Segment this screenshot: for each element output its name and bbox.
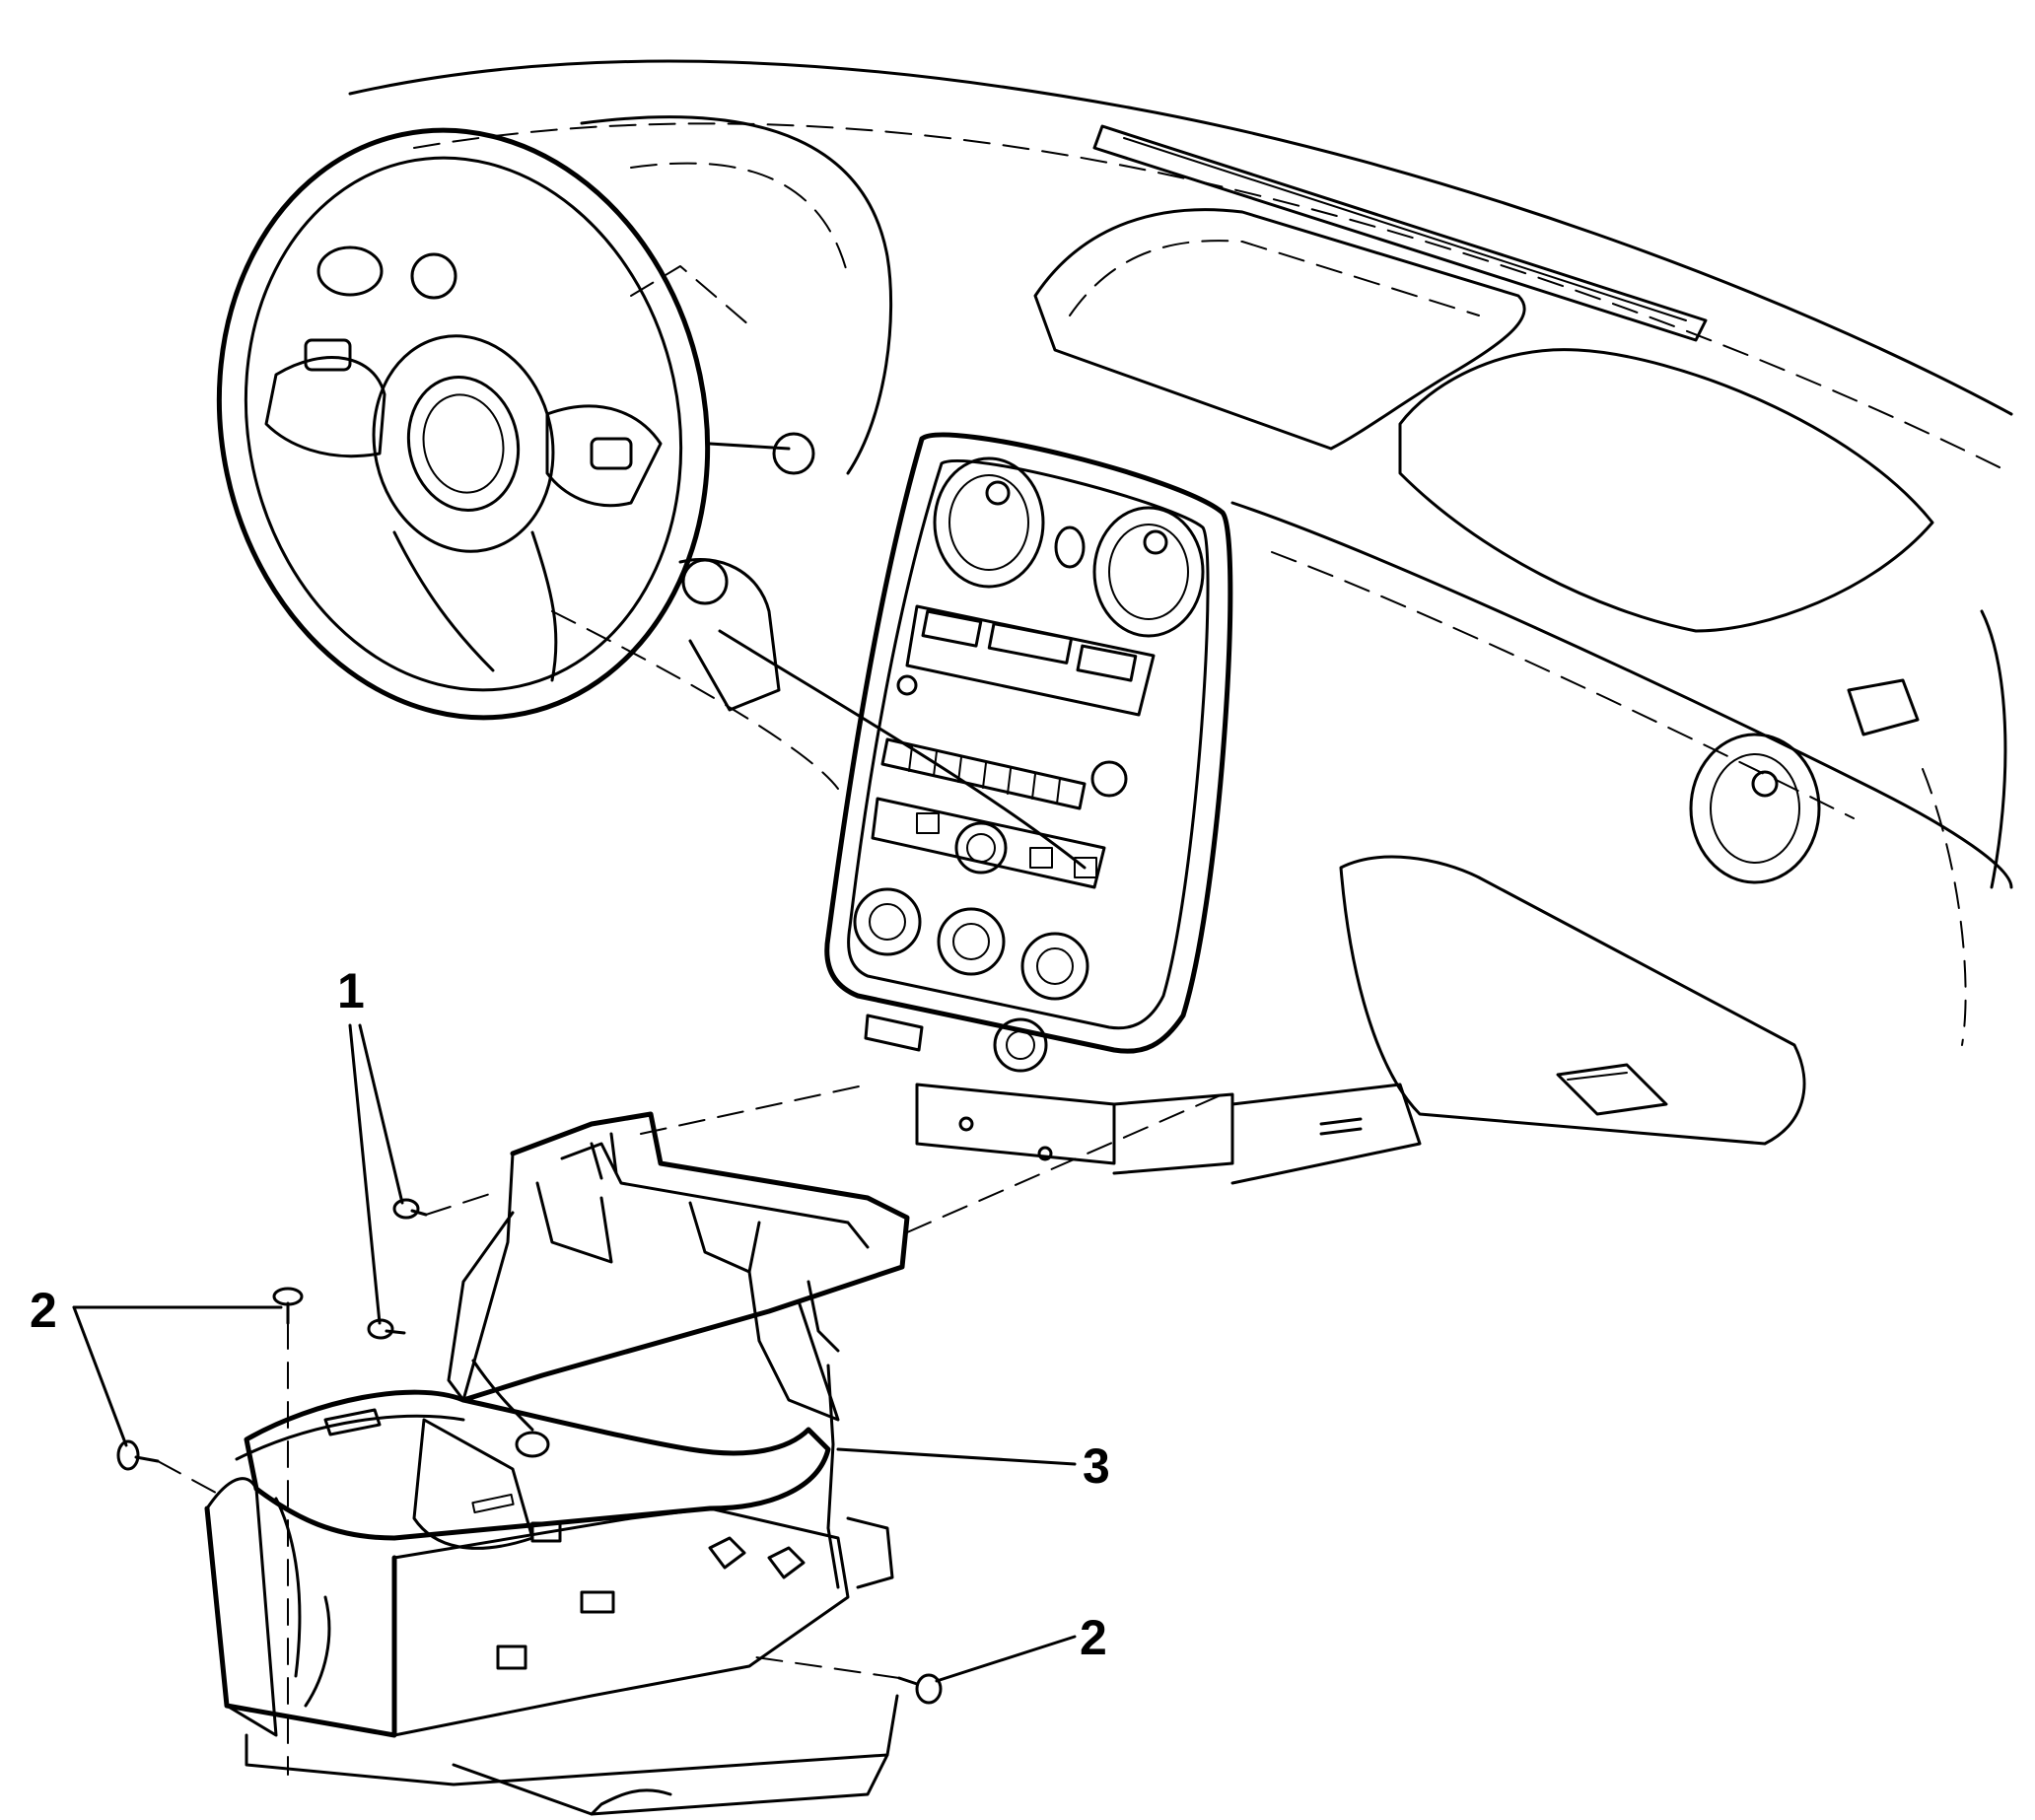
fastener-2-right: [897, 1673, 943, 1705]
callout-2a: 2: [30, 1283, 57, 1338]
console-bracket: [204, 1111, 910, 1816]
fastener-2-left: [116, 1439, 160, 1471]
alignment-lines: [157, 1084, 1224, 1776]
center-stack: [824, 432, 1233, 1073]
fastener-1-lower: [367, 1318, 406, 1340]
callout-3: 3: [1083, 1438, 1110, 1494]
instrument-panel: [348, 59, 2013, 1185]
fastener-2-top: [272, 1287, 304, 1325]
steering-wheel: [216, 127, 815, 721]
fastener-1-upper: [392, 1198, 428, 1220]
callout-leaders: [72, 1023, 1077, 1683]
callout-1: 1: [337, 963, 365, 1018]
callout-2b: 2: [1080, 1610, 1107, 1665]
